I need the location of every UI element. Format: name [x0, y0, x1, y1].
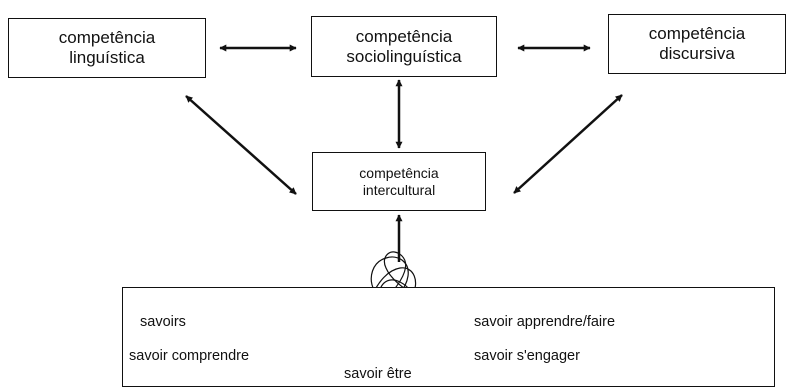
- arrow-ling-inter: [185, 95, 297, 195]
- label-savoir-apprendre-faire: savoir apprendre/faire: [474, 314, 616, 330]
- savoirs-box: [122, 287, 775, 387]
- box-intercultural-line1: competência: [359, 165, 439, 182]
- box-competencia-discursiva: competência discursiva: [608, 14, 786, 74]
- box-competencia-linguistica: competência linguística: [8, 18, 206, 78]
- box-competencia-sociolinguistica: competência sociolinguística: [311, 16, 497, 77]
- label-savoir-etre: savoir être: [344, 366, 412, 382]
- box-linguistica-line2: linguística: [69, 48, 145, 67]
- box-discursiva-line2: discursiva: [659, 44, 735, 63]
- box-discursiva-line1: competência: [648, 24, 746, 44]
- box-sociolinguistica-line1: competência: [355, 26, 453, 46]
- label-savoirs: savoirs: [140, 314, 186, 330]
- box-sociolinguistica-line2: sociolinguística: [346, 46, 462, 66]
- box-competencia-intercultural: competência intercultural: [312, 152, 486, 211]
- arrow-disc-inter: [513, 94, 623, 194]
- label-savoir-sengager: savoir s'engager: [474, 348, 580, 364]
- box-intercultural-line2: intercultural: [362, 181, 436, 198]
- label-savoir-comprendre: savoir comprendre: [129, 348, 250, 364]
- box-linguistica-line1: competência: [58, 28, 156, 48]
